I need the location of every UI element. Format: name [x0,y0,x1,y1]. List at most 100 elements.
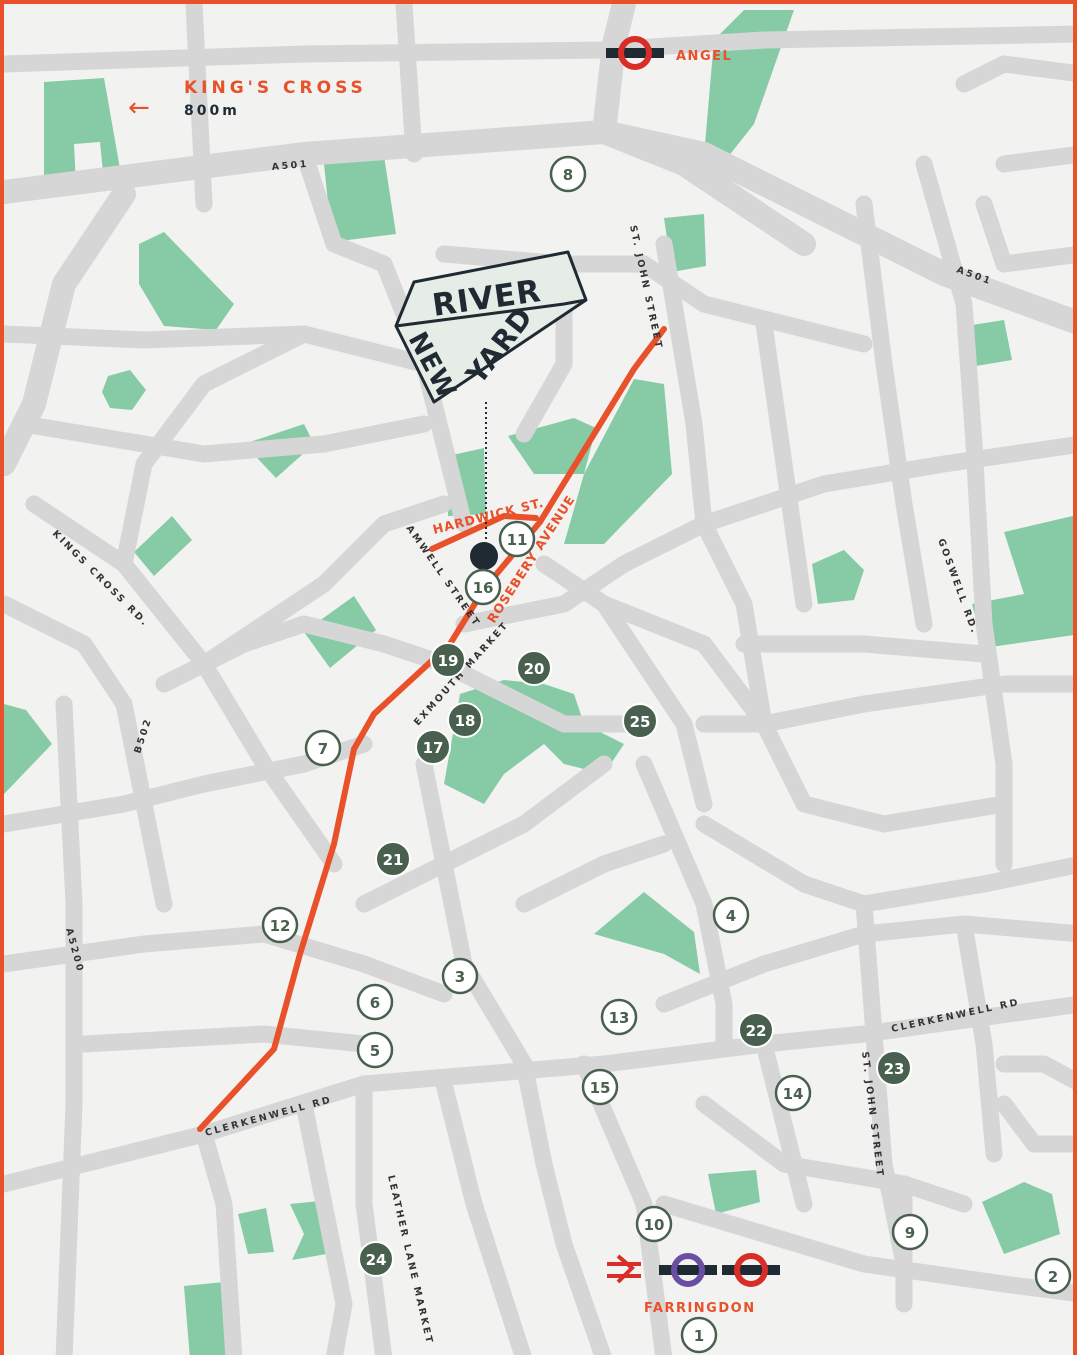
marker-number: 17 [423,739,444,757]
angel-station[interactable]: ANGEL [606,36,732,70]
poi-marker-4[interactable]: 4 [712,896,750,934]
poi-marker-10[interactable]: 10 [635,1205,673,1243]
underground-bar [722,1265,780,1275]
marker-circle [622,703,658,739]
poi-marker-15[interactable]: 15 [581,1068,619,1106]
marker-circle [464,568,502,606]
park [564,379,672,544]
marker-number: 23 [884,1060,905,1078]
poi-marker-14[interactable]: 14 [774,1074,812,1112]
marker-number: 4 [726,907,736,925]
poi-marker-3[interactable]: 3 [441,957,479,995]
park [708,1170,760,1214]
poi-marker-8[interactable]: 8 [549,155,587,193]
route-line [197,326,667,1132]
marker-circle [447,702,483,738]
poi-marker-18[interactable]: 18 [447,702,483,738]
marker-number: 10 [644,1216,665,1234]
marker-circle [516,650,552,686]
poi-marker-2[interactable]: 2 [1034,1257,1072,1295]
street-label-a501: A501 [271,159,309,173]
destination-pin[interactable] [470,542,498,570]
poi-marker-12[interactable]: 12 [261,906,299,944]
national-rail-icon [607,1254,641,1284]
park [238,1208,274,1254]
poi-marker-5[interactable]: 5 [356,1031,394,1069]
marker-number: 11 [507,531,528,549]
marker-circle [635,1205,673,1243]
park [594,892,700,974]
park [44,78,122,184]
poi-marker-23[interactable]: 23 [876,1050,912,1086]
arrow-left-icon: ← [128,93,150,123]
marker-circle [600,998,638,1036]
poi-marker-24[interactable]: 24 [358,1241,394,1277]
park [812,550,864,604]
park [444,680,624,804]
marker-circle [375,841,411,877]
marker-circle [430,642,466,678]
marker-number: 8 [563,166,573,184]
station-label-farringdon: FARRINGDON [644,1301,756,1316]
farringdon-station[interactable]: FARRINGDON [607,1253,780,1316]
park [139,232,234,330]
poi-marker-21[interactable]: 21 [375,841,411,877]
marker-circle [680,1316,718,1354]
marker-number: 16 [473,579,494,597]
marker-number: 1 [694,1327,704,1345]
underground-roundel-icon [618,36,652,70]
marker-circle [712,896,750,934]
park [134,516,192,576]
marker-number: 18 [455,712,476,730]
marker-circle [304,729,342,767]
marker-circle [891,1213,929,1251]
marker-number: 5 [370,1042,380,1060]
marker-circle [358,1241,394,1277]
marker-circle [441,957,479,995]
marker-circle [498,520,536,558]
park [4,704,52,794]
poi-marker-13[interactable]: 13 [600,998,638,1036]
marker-number: 12 [270,917,291,935]
park [102,370,146,410]
poi-marker-19[interactable]: 19 [430,642,466,678]
park [324,156,396,242]
poi-marker-6[interactable]: 6 [356,983,394,1021]
marker-number: 2 [1048,1268,1058,1286]
poi-marker-7[interactable]: 7 [304,729,342,767]
marker-number: 15 [590,1079,611,1097]
poi-marker-16[interactable]: 16 [464,568,502,606]
marker-circle [549,155,587,193]
marker-number: 3 [455,968,465,986]
marker-circle [876,1050,912,1086]
poi-marker-1[interactable]: 1 [680,1316,718,1354]
marker-circle [261,906,299,944]
poi-marker-22[interactable]: 22 [738,1012,774,1048]
map-canvas: A501 A501 ST. JOHN STREET ST. JOHN STREE… [4,4,1073,1355]
underground-bar [606,48,664,58]
kings-cross-distance: 800m [184,103,240,119]
park [972,515,1073,648]
marker-number: 25 [630,713,651,731]
poi-marker-20[interactable]: 20 [516,650,552,686]
marker-circle [415,729,451,765]
marker-number: 21 [383,851,404,869]
marker-number: 13 [609,1009,630,1027]
poi-marker-25[interactable]: 25 [622,703,658,739]
marker-number: 19 [438,652,459,670]
poi-marker-11[interactable]: 11 [498,520,536,558]
marker-number: 24 [366,1251,387,1269]
elizabeth-line-bar [659,1265,717,1275]
marker-circle [774,1074,812,1112]
elizabeth-line-roundel-icon [671,1253,705,1287]
poi-marker-9[interactable]: 9 [891,1213,929,1251]
roads [4,4,1073,1355]
marker-number: 9 [905,1224,915,1242]
station-label-angel: ANGEL [676,49,732,64]
marker-circle [1034,1257,1072,1295]
park [982,1182,1060,1254]
poi-marker-17[interactable]: 17 [415,729,451,765]
marker-circle [356,983,394,1021]
